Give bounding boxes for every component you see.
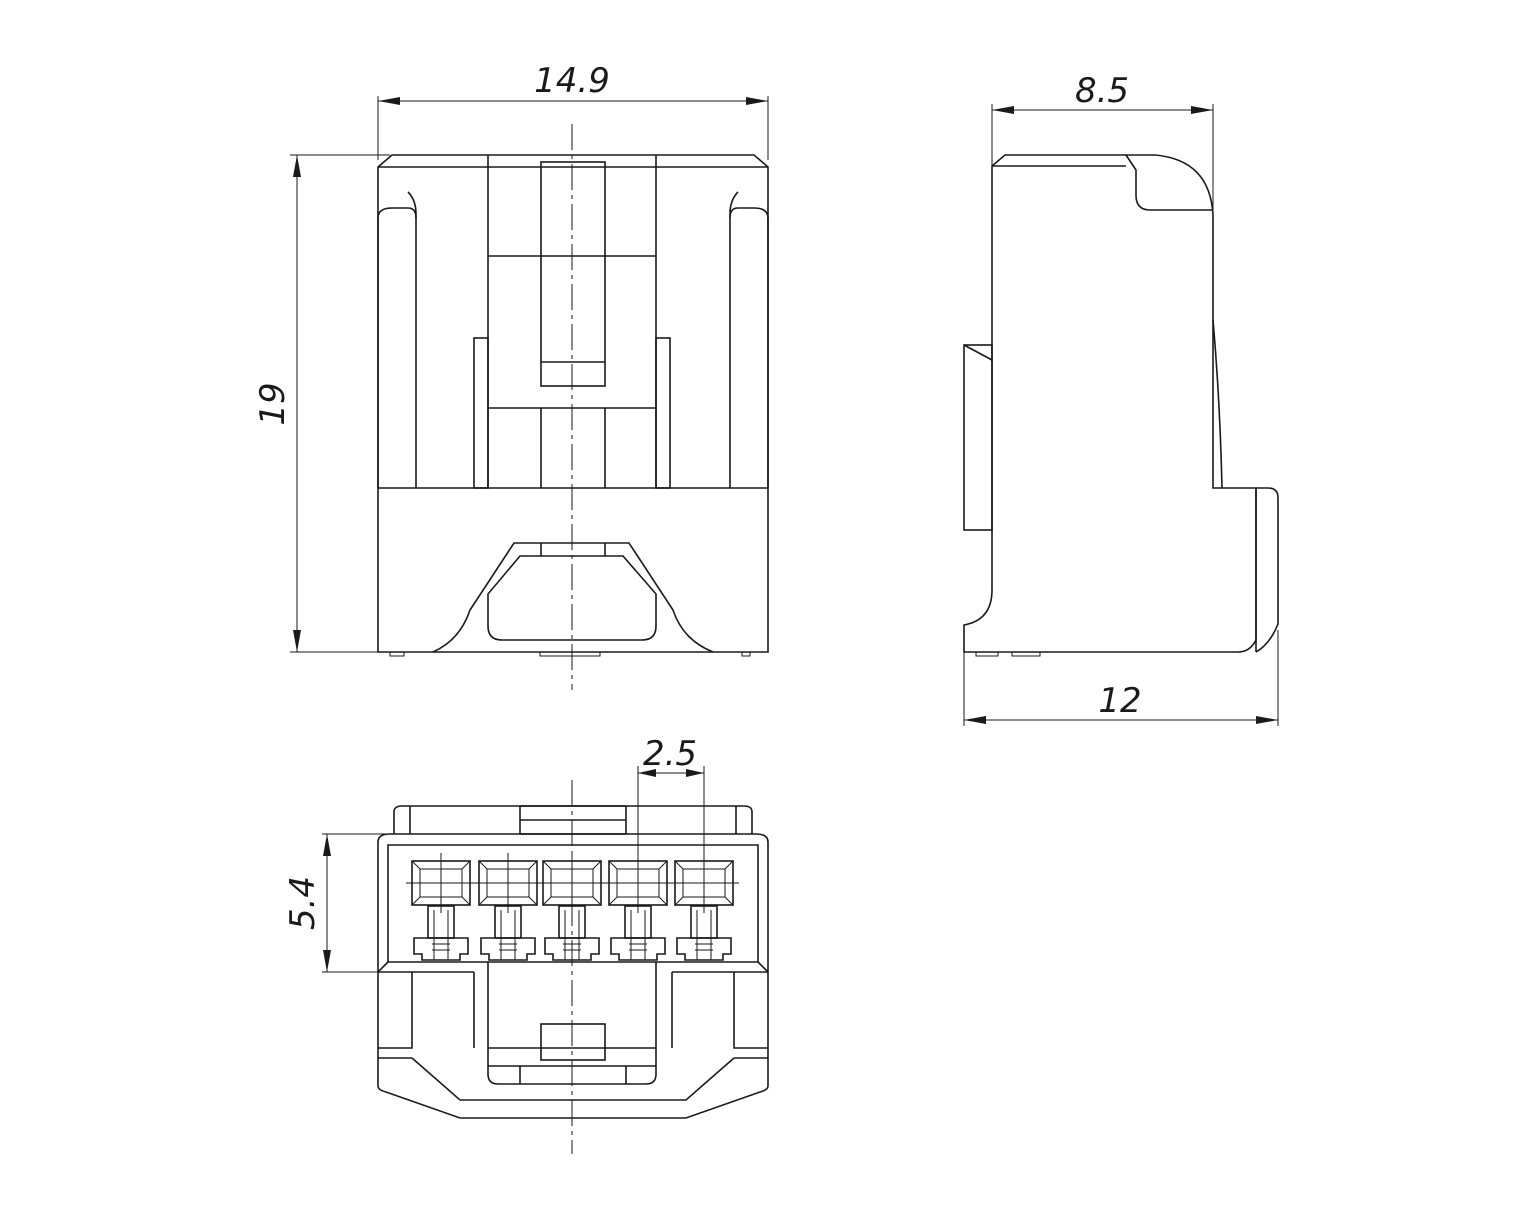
dim-pin-pitch-label: 2.5 bbox=[643, 734, 697, 774]
front-view bbox=[377, 124, 769, 690]
contact-latch-1 bbox=[413, 905, 469, 961]
contact-latch-4 bbox=[610, 905, 666, 961]
dim-side-top-depth: 8.5 bbox=[991, 71, 1214, 212]
side-outline bbox=[963, 154, 1257, 653]
front-outline bbox=[377, 154, 769, 653]
face-view bbox=[377, 780, 769, 1154]
side-latch-tab bbox=[963, 344, 993, 531]
contact-latch-2 bbox=[480, 905, 536, 961]
front-lock-slot bbox=[540, 161, 606, 387]
contact-cavity-1 bbox=[405, 852, 477, 914]
dim-front-width: 14.9 bbox=[377, 61, 769, 160]
dim-side-total-depth: 12 bbox=[963, 630, 1279, 726]
side-front-lip bbox=[1255, 487, 1279, 653]
dim-face-height: 5.4 bbox=[283, 833, 400, 973]
dim-front-width-label: 14.9 bbox=[534, 61, 610, 101]
front-left-arm bbox=[407, 191, 417, 488]
dim-side-total-depth-label: 12 bbox=[1098, 681, 1141, 721]
front-right-arm bbox=[729, 191, 739, 488]
dim-front-height: 19 bbox=[253, 154, 390, 653]
face-housing bbox=[377, 833, 769, 1119]
dim-face-height-label: 5.4 bbox=[283, 876, 323, 930]
dim-side-top-depth-label: 8.5 bbox=[1075, 71, 1129, 111]
side-view bbox=[963, 154, 1279, 657]
dim-pin-pitch: 2.5 bbox=[637, 734, 705, 868]
contact-latch-5 bbox=[676, 905, 732, 961]
contact-cavity-2 bbox=[472, 852, 544, 914]
face-lock-tab bbox=[540, 1023, 606, 1061]
front-base-notch bbox=[432, 542, 714, 653]
dim-front-height-label: 19 bbox=[253, 382, 293, 425]
